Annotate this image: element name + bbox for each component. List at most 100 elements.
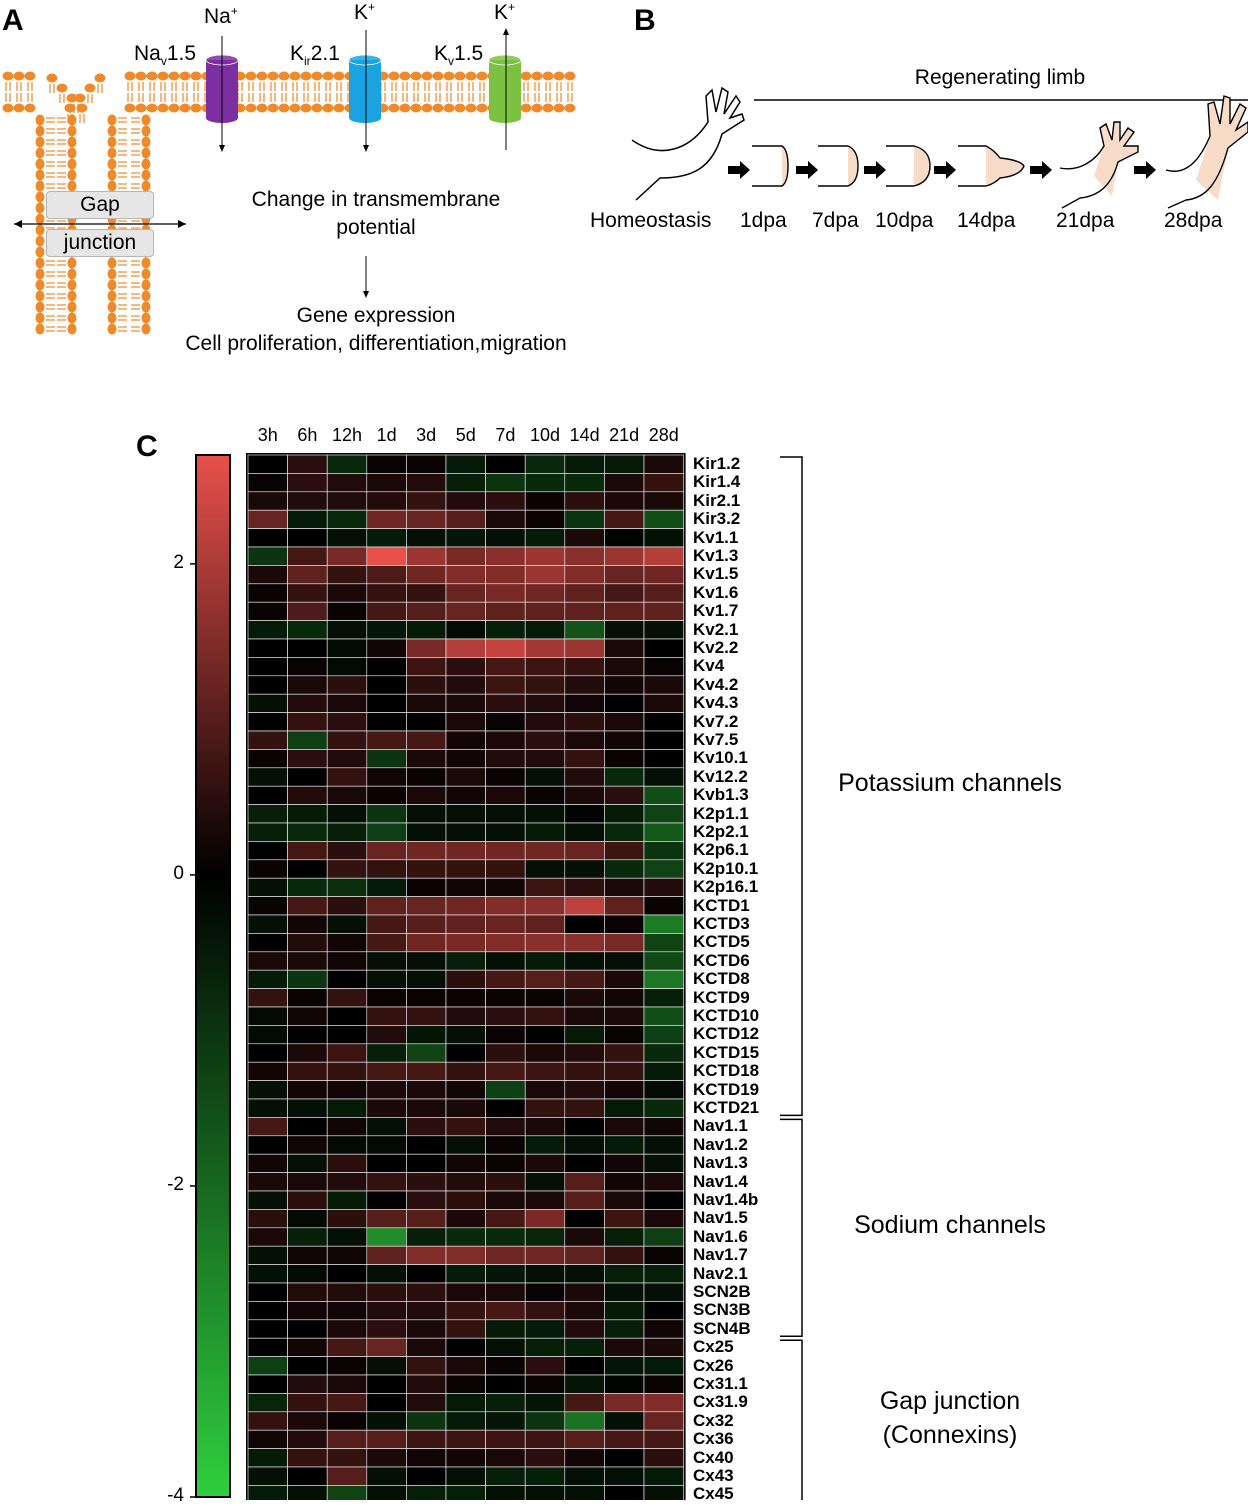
heatmap-cell [604, 1356, 645, 1376]
heatmap-cell [326, 1172, 368, 1192]
heatmap-cell [643, 454, 684, 474]
heatmap-cell [445, 1393, 486, 1413]
heatmap-cell [326, 638, 368, 658]
heatmap-cell [326, 473, 368, 493]
heatmap-cell [247, 914, 288, 934]
heatmap-cell [326, 933, 368, 953]
row-label: Kvb1.3 [693, 785, 749, 805]
heatmap-cell [287, 877, 328, 897]
heatmap-cell [485, 822, 526, 842]
heatmap-cell [406, 1393, 447, 1413]
regenerating-limb-header: Regenerating limb [914, 66, 1086, 89]
heatmap-cell [326, 1337, 368, 1357]
heatmap-cell [287, 454, 328, 474]
heatmap-cell [485, 1411, 526, 1431]
heatmap-cell [485, 1448, 526, 1468]
heatmap-cell [485, 565, 526, 585]
heatmap-cell [247, 1429, 288, 1449]
heatmap-cell [604, 1429, 645, 1449]
heatmap-cell [604, 785, 645, 805]
heatmap-cell [445, 841, 486, 861]
column-label: 21d [609, 425, 640, 445]
heatmap-cell [366, 1172, 407, 1192]
heatmap-cell [406, 712, 447, 732]
ion-channel-3 [488, 54, 522, 123]
heatmap-cell [445, 1319, 486, 1339]
heatmap-cell [366, 1227, 407, 1247]
gene-expression-text: Gene expression [296, 304, 456, 327]
heatmap-cell [564, 1393, 605, 1413]
heatmap-cell [445, 1227, 486, 1247]
column-label: 3d [416, 425, 437, 445]
heatmap-cell [524, 1080, 566, 1100]
heatmap-cell [604, 804, 645, 824]
heatmap-cell [524, 933, 566, 953]
heatmap-cell [485, 1319, 526, 1339]
heatmap-cell [524, 509, 566, 529]
heatmap-cell [643, 528, 684, 548]
heatmap-cell [524, 473, 566, 493]
heatmap-cell [247, 1153, 288, 1173]
stage-label-21dpa: 21dpa [1056, 209, 1115, 232]
heatmap-cell [643, 1172, 684, 1192]
row-label: Kv4 [693, 656, 725, 676]
heatmap-cell [485, 546, 526, 566]
heatmap-cell [485, 951, 526, 971]
heatmap-cell [485, 675, 526, 695]
heatmap-cell [406, 877, 447, 897]
row-label: Kv4.3 [693, 693, 739, 713]
heatmap-cell [564, 1485, 605, 1500]
heatmap-cell [445, 1301, 486, 1321]
heatmap-cell [524, 491, 566, 511]
cell-process-text: Cell proliferation, differentiation,migr… [185, 332, 567, 355]
heatmap-cell [406, 1006, 447, 1026]
heatmap-cell [524, 749, 566, 769]
heatmap-cell [485, 1209, 526, 1229]
heatmap-cell [247, 1245, 288, 1265]
heatmap-cell [604, 565, 645, 585]
heatmap-cell [287, 822, 328, 842]
panel-c-label: C [136, 430, 158, 463]
heatmap-cell [524, 877, 566, 897]
heatmap-cell [524, 583, 566, 603]
heatmap-cell [247, 1356, 288, 1376]
heatmap-cell [643, 1190, 684, 1210]
heatmap-cell [287, 1448, 328, 1468]
heatmap-cell [445, 1209, 486, 1229]
heatmap-cell [485, 1190, 526, 1210]
heatmap-cell [485, 877, 526, 897]
heatmap-cell [643, 601, 684, 621]
heatmap-cell [445, 914, 486, 934]
heatmap-cell [643, 988, 684, 1008]
column-label: 6h [297, 425, 318, 445]
row-label: KCTD19 [693, 1079, 760, 1099]
colorbar-tick-label: -2 [167, 1173, 184, 1195]
group-bracket [780, 1118, 803, 1337]
heatmap-cell [485, 1337, 526, 1357]
heatmap-cell [445, 859, 486, 879]
heatmap-cell [643, 730, 684, 750]
heatmap-cell [604, 1245, 645, 1265]
heatmap-cell [287, 473, 328, 493]
row-label: KCTD12 [693, 1024, 760, 1044]
heatmap-cell [604, 1153, 645, 1173]
heatmap-cell [247, 1117, 288, 1137]
limb-regeneration-diagram [631, 86, 1248, 209]
heatmap-cell [247, 1080, 288, 1100]
row-label: KCTD5 [693, 932, 750, 952]
heatmap-cell [564, 1227, 605, 1247]
heatmap-cell [485, 1282, 526, 1302]
row-label: Kir1.2 [693, 454, 741, 473]
heatmap-cell [445, 1337, 486, 1357]
heatmap-cell [524, 1043, 566, 1063]
heatmap-cell [604, 1025, 645, 1045]
heatmap-cell [406, 1117, 447, 1137]
heatmap-cell [247, 933, 288, 953]
heatmap-cell [485, 969, 526, 989]
heatmap-cell [287, 583, 328, 603]
heatmap-cell [643, 1135, 684, 1155]
heatmap-cell [643, 1245, 684, 1265]
group-bracket [780, 1339, 803, 1500]
colorbar-tick-label: -4 [167, 1485, 184, 1506]
heatmap-cell [604, 712, 645, 732]
